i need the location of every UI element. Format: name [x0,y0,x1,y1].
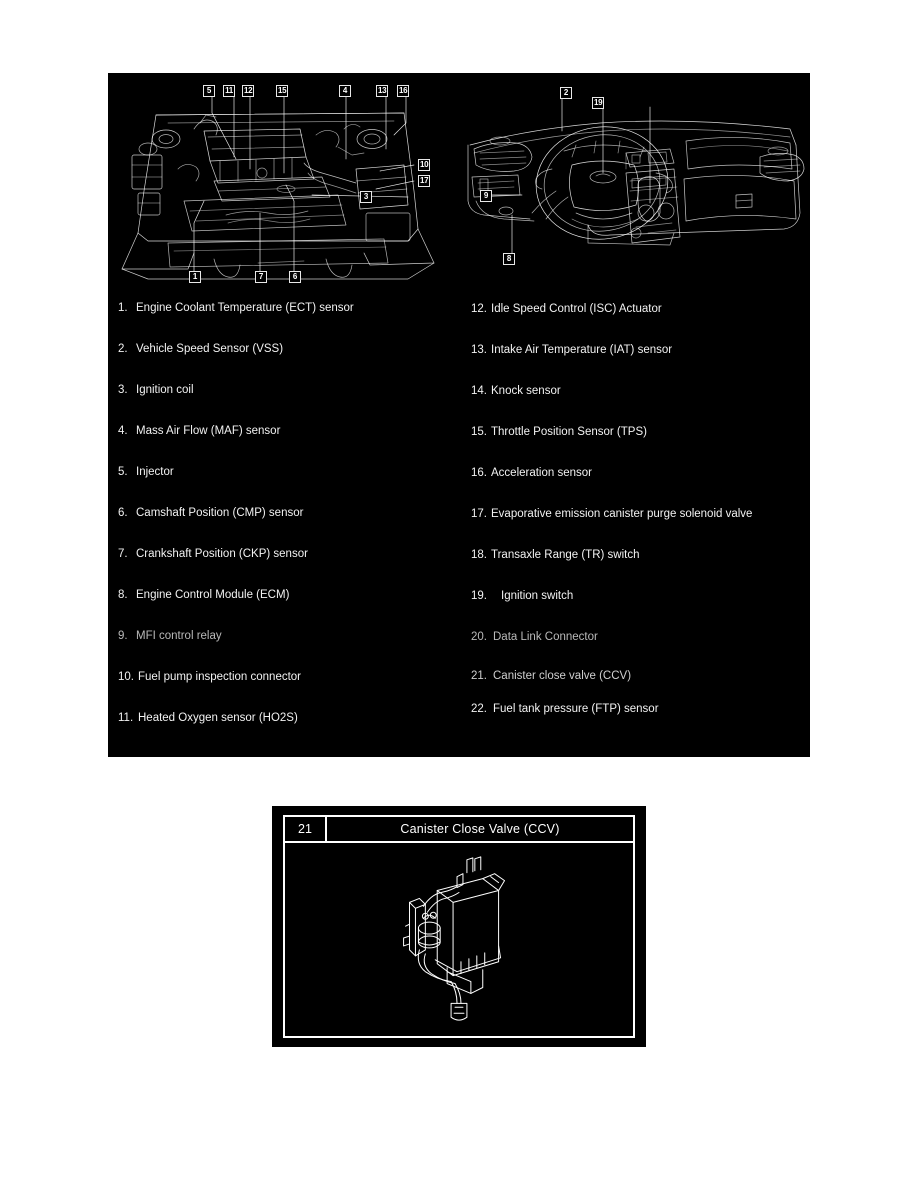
legend-item-4: 4. Mass Air Flow (MAF) sensor [118,425,280,438]
figure-title: Canister Close Valve (CCV) [400,822,560,836]
instrument-panel-diagram: 2 19 9 8 [460,73,810,295]
legend-number: 14. [471,385,487,397]
legend-item-11: 11. Heated Oxygen sensor (HO2S) [118,712,298,725]
legend-item-15: 15. Throttle Position Sensor (TPS) [471,426,647,439]
legend-label: Camshaft Position (CMP) sensor [136,507,304,519]
engine-compartment-artwork [121,94,435,280]
legend-item-18: 18. Transaxle Range (TR) switch [471,549,639,562]
legend-number: 11. [118,712,134,724]
legend-number: 8. [118,589,128,601]
legend-label: Data Link Connector [493,631,598,643]
callout-8: 8 [503,253,515,265]
callout-3: 3 [360,191,372,203]
callout-2: 2 [560,87,572,99]
legend-label: Crankshaft Position (CKP) sensor [136,548,308,560]
canister-close-valve-panel: 21 Canister Close Valve (CCV) [272,806,646,1047]
component-location-panel: 5 11 12 15 4 13 16 10 17 3 1 7 6 [108,73,810,757]
legend-label: Engine Coolant Temperature (ECT) sensor [136,302,354,314]
legend-label: Vehicle Speed Sensor (VSS) [136,343,284,355]
legend-label: Knock sensor [491,385,561,397]
callout-10: 10 [418,159,431,171]
figure-frame: 21 Canister Close Valve (CCV) [283,815,635,1038]
engine-compartment-diagram: 5 11 12 15 4 13 16 10 17 3 1 7 6 [108,73,460,295]
legend-label: Heated Oxygen sensor (HO2S) [138,712,298,724]
callout-9: 9 [480,190,492,202]
legend-number: 20. [471,631,487,643]
legend-label: Idle Speed Control (ISC) Actuator [491,303,662,315]
legend-label: Intake Air Temperature (IAT) sensor [491,344,673,356]
callout-19: 19 [592,97,605,109]
legend-item-8: 8. Engine Control Module (ECM) [118,589,289,602]
callout-11: 11 [223,85,235,97]
legend-item-20: 20. Data Link Connector [471,631,598,644]
legend-item-12: 12. Idle Speed Control (ISC) Actuator [471,303,662,316]
legend-number: 4. [118,425,128,437]
callout-16: 16 [397,85,410,97]
legend-label: Transaxle Range (TR) switch [491,549,640,561]
legend-item-10: 10. Fuel pump inspection connector [118,671,301,684]
legend-label: Fuel pump inspection connector [138,671,302,683]
legend-number: 9. [118,630,128,642]
legend-number: 15. [471,426,487,438]
legend-number: 7. [118,548,128,560]
legend-number: 17. [471,508,487,520]
legend-item-5: 5. Injector [118,466,174,479]
legend-number: 6. [118,507,128,519]
legend-column-right: 12. Idle Speed Control (ISC) Actuator 13… [471,295,810,757]
legend-item-14: 14. Knock sensor [471,385,561,398]
legend-number: 1. [118,302,128,314]
legend-number: 22. [471,703,487,715]
callout-5: 5 [203,85,215,97]
legend-number: 2. [118,343,128,355]
instrument-panel-artwork [467,98,805,260]
figure-header: 21 Canister Close Valve (CCV) [285,817,633,843]
legend-item-1: 1. Engine Coolant Temperature (ECT) sens… [118,302,354,315]
legend-number: 16. [471,467,487,479]
figure-number: 21 [285,817,327,841]
callout-13: 13 [376,85,389,97]
legend-number: 13. [471,344,487,356]
callout-6: 6 [289,271,301,283]
legend-label: Engine Control Module (ECM) [136,589,290,601]
legend-item-3: 3. Ignition coil [118,384,194,397]
legend-number: 21. [471,670,487,682]
legend-number: 12. [471,303,487,315]
legend-item-6: 6. Camshaft Position (CMP) sensor [118,507,303,520]
component-legend: 1. Engine Coolant Temperature (ECT) sens… [108,295,810,757]
callout-12: 12 [242,85,255,97]
callout-15: 15 [276,85,289,97]
legend-item-22: 22. Fuel tank pressure (FTP) sensor [471,703,659,716]
legend-label: MFI control relay [136,630,222,642]
legend-label: Canister close valve (CCV) [493,670,632,682]
callout-1: 1 [189,271,201,283]
legend-column-left: 1. Engine Coolant Temperature (ECT) sens… [118,295,468,757]
legend-item-17: 17. Evaporative emission canister purge … [471,508,752,521]
legend-item-2: 2. Vehicle Speed Sensor (VSS) [118,343,283,356]
legend-number: 5. [118,466,128,478]
legend-item-16: 16. Acceleration sensor [471,467,592,480]
legend-number: 10. [118,671,134,683]
legend-label: Throttle Position Sensor (TPS) [491,426,647,438]
ccv-illustration [285,843,633,1036]
legend-item-9: 9. MFI control relay [118,630,222,643]
callout-17: 17 [418,175,431,187]
legend-label: Ignition switch [501,590,574,602]
callout-7: 7 [255,271,267,283]
legend-label: Fuel tank pressure (FTP) sensor [493,703,659,715]
legend-item-7: 7. Crankshaft Position (CKP) sensor [118,548,308,561]
legend-number: 19. [471,590,487,602]
ccv-artwork [403,856,506,1021]
legend-label: Mass Air Flow (MAF) sensor [136,425,281,437]
legend-label: Acceleration sensor [491,467,592,479]
legend-number: 18. [471,549,487,561]
legend-label: Evaporative emission canister purge sole… [491,508,753,520]
legend-label: Injector [136,466,174,478]
legend-number: 3. [118,384,128,396]
legend-item-19: 19. Ignition switch [471,590,573,603]
callout-4: 4 [339,85,351,97]
legend-label: Ignition coil [136,384,194,396]
legend-item-13: 13. Intake Air Temperature (IAT) sensor [471,344,672,357]
legend-item-21: 21. Canister close valve (CCV) [471,670,631,683]
